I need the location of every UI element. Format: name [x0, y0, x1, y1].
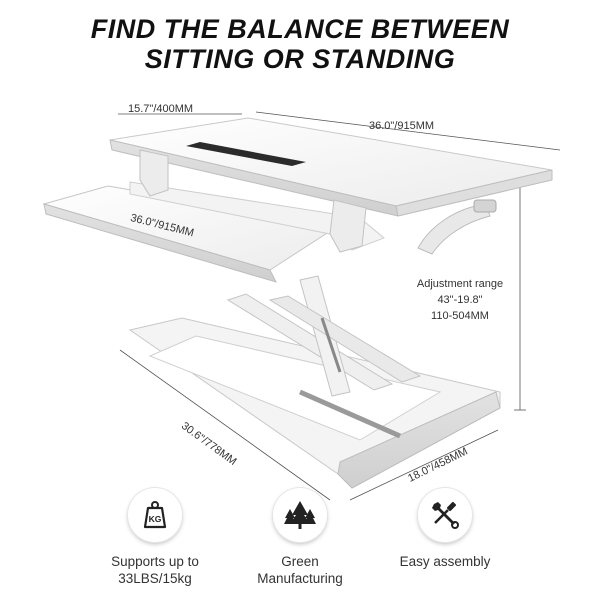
- depth-top-dimension: 15.7"/400MM: [128, 103, 194, 115]
- feature-load-line2: 33LBS/15kg: [118, 571, 192, 586]
- headline-line-2: SITTING OR STANDING: [144, 44, 456, 74]
- feature-load-capacity: KG Supports up to 33LBS/15kg: [75, 488, 235, 587]
- adjustment-range-block: Adjustment range 43"-19.8" 110-504MM: [400, 276, 520, 324]
- feature-green-line1: Green: [281, 554, 319, 569]
- feature-easy-assembly: Easy assembly: [365, 488, 525, 570]
- base-frame: [128, 317, 501, 489]
- release-handle: [417, 199, 497, 255]
- feature-assembly-line1: Easy assembly: [399, 554, 491, 569]
- scissor-lift: [226, 275, 422, 397]
- keyboard-tray: [42, 181, 385, 283]
- pine-trees-icon: [284, 501, 316, 529]
- adjustment-range-label: Adjustment range: [416, 278, 504, 290]
- dimension-lines: [118, 111, 561, 501]
- badge-tools: [418, 488, 472, 542]
- badge-trees: [273, 488, 327, 542]
- kg-icon-text: KG: [149, 514, 162, 524]
- width-top-dimension: 36.0"/915MM: [369, 120, 435, 132]
- desk-top: [109, 117, 553, 217]
- headline-line-1: FIND THE BALANCE BETWEEN: [90, 14, 510, 44]
- tools-wrench-screwdriver-icon: [432, 501, 459, 529]
- feature-green-manufacturing: Green Manufacturing: [220, 488, 380, 587]
- adjustment-range-mm: 110-504MM: [431, 310, 489, 322]
- badge-weight: KG: [128, 488, 182, 542]
- adjustment-range-inches: 43"-19.8": [437, 294, 483, 306]
- side-brackets: [139, 149, 367, 253]
- feature-green-line2: Manufacturing: [257, 571, 343, 586]
- feature-load-line1: Supports up to: [111, 554, 199, 569]
- weight-kg-icon: KG: [143, 501, 167, 529]
